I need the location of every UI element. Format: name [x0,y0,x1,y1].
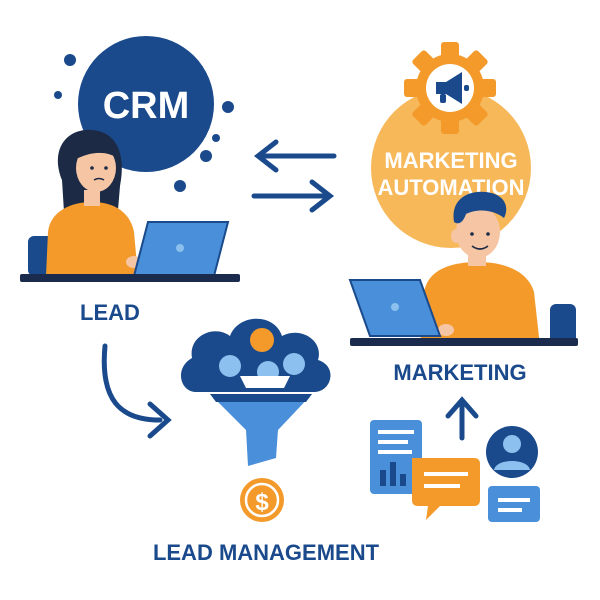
funnel-lead-dot [250,328,274,352]
face [76,144,116,192]
up-arrow [445,396,479,441]
lead-to-funnel-arrow [101,343,172,439]
hair [453,191,507,224]
dollar-coin-icon: $ [240,478,284,522]
profile-icon [486,426,538,478]
funnel-icon [180,318,331,466]
arrow-left-head [253,139,279,173]
message-card-icon [488,486,540,522]
face [456,206,500,258]
marketing-person [348,191,578,346]
marketing-label: MARKETING [393,360,526,385]
desk [350,338,578,346]
crm-circle [78,36,214,172]
marketing-automation-line2: AUTOMATION [377,175,524,200]
marketing-automation-node: MARKETING AUTOMATION [371,42,531,248]
crm-label: CRM [103,85,190,127]
gear-icon [404,42,496,134]
arrow-right-head [309,179,335,213]
funnel-person-dot [283,353,305,375]
marketing-automation-line1: MARKETING [384,148,517,173]
laptop-icon [132,221,230,277]
report-chart-icon [370,420,422,494]
funnel-person-dot [219,355,241,377]
dollar-symbol: $ [255,489,269,516]
chair [550,304,576,346]
lead-management-label: LEAD MANAGEMENT [153,540,380,565]
chat-bubble-icon [412,458,480,520]
crm-dots [54,54,234,192]
lead-label: LEAD [80,300,140,325]
lead-person [20,129,240,282]
laptop-icon [348,279,442,337]
funnel-cone [210,394,312,466]
desk [20,274,240,282]
exchange-arrows [251,139,337,213]
crm-node: CRM [54,36,234,192]
megaphone-icon [436,72,469,104]
